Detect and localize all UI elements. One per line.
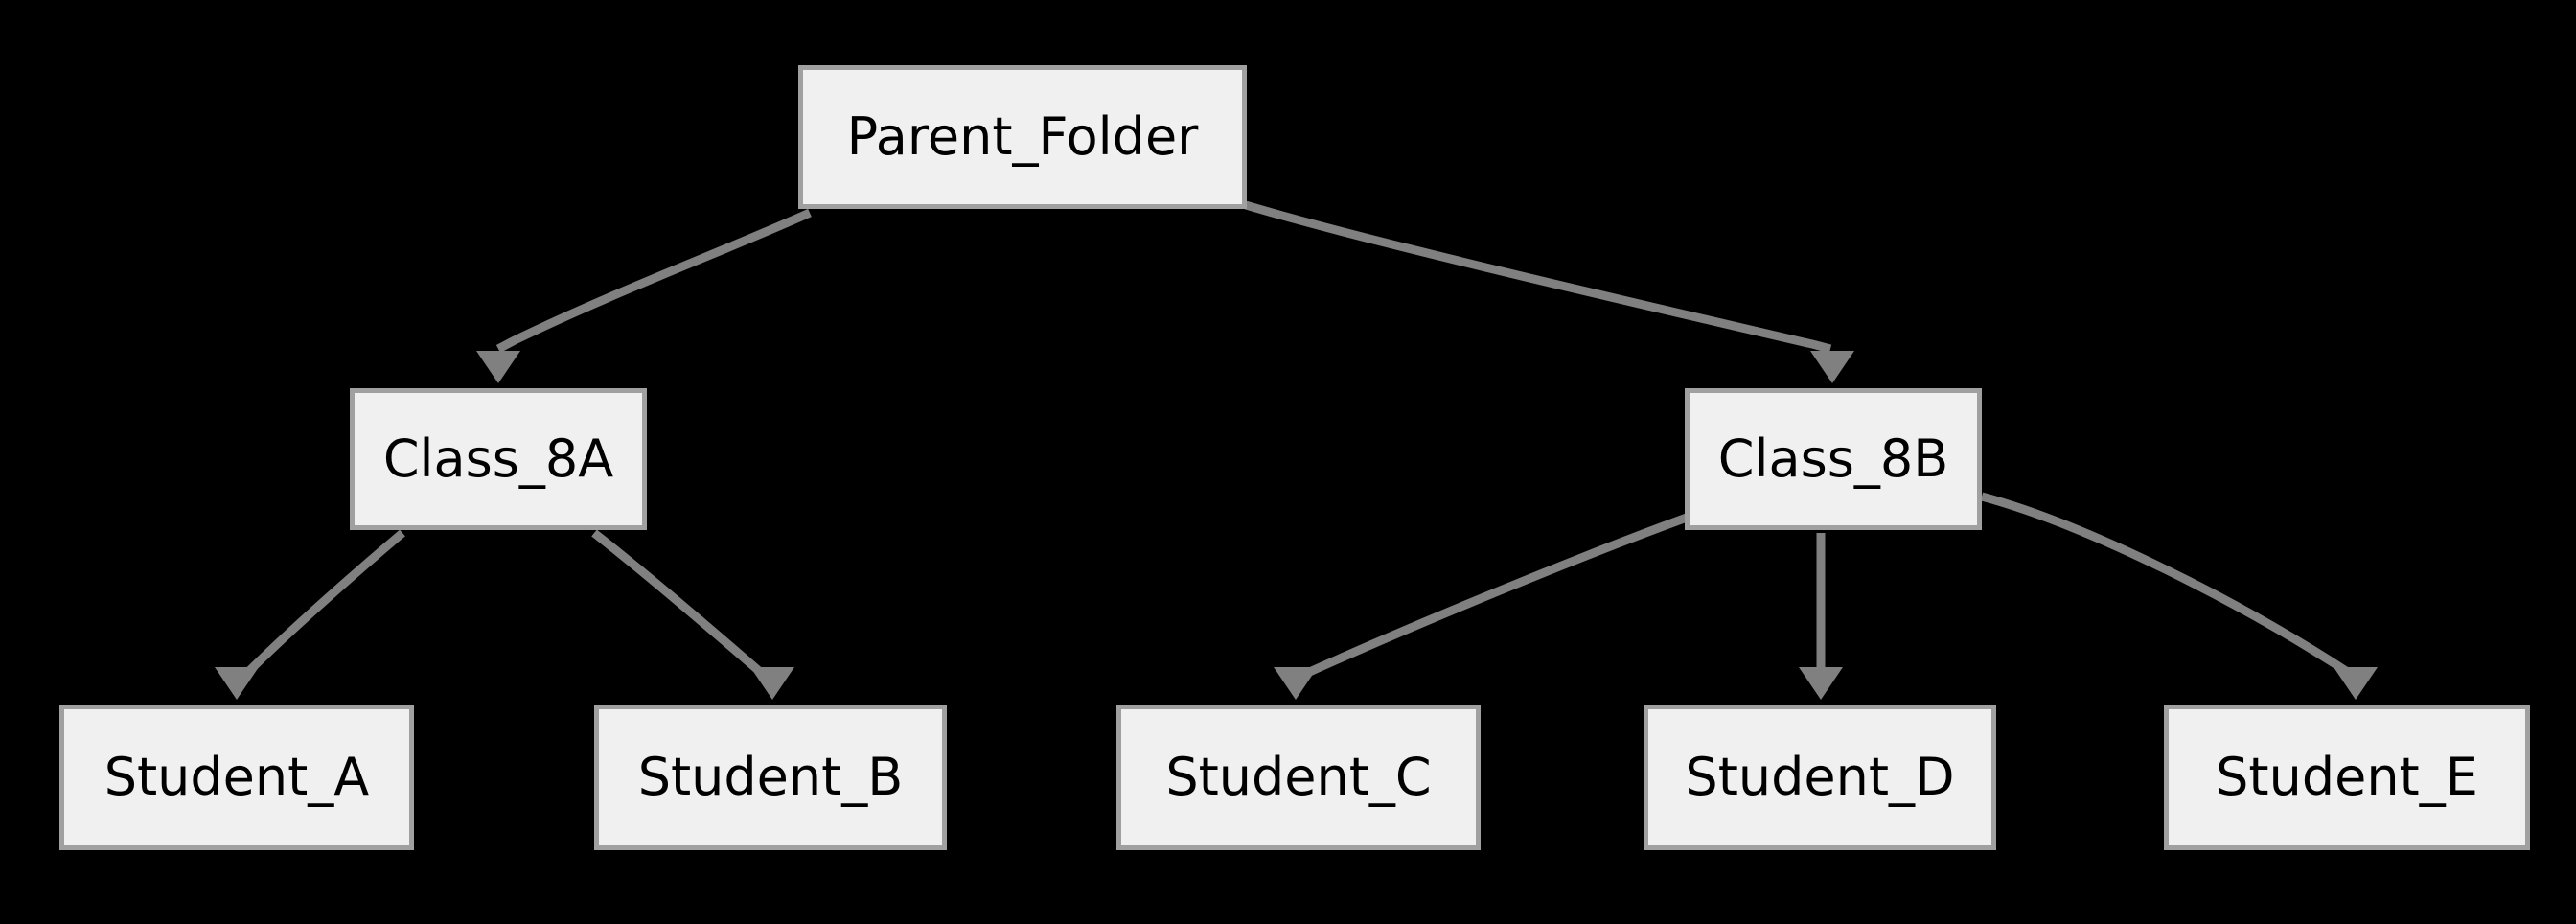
node-label: Student_B: [637, 747, 904, 807]
node-label: Parent_Folder: [846, 106, 1199, 167]
arrowhead-icon: [2334, 667, 2378, 700]
node-label: Class_8B: [1717, 428, 1949, 489]
node-label: Student_E: [2216, 747, 2478, 807]
node-parent_folder[interactable]: Parent_Folder: [798, 65, 1247, 209]
node-class_8a[interactable]: Class_8A: [350, 388, 647, 530]
node-label: Student_A: [104, 747, 370, 807]
node-student_b[interactable]: Student_B: [594, 705, 947, 850]
node-student_a[interactable]: Student_A: [59, 705, 414, 850]
edges-group: [239, 200, 2349, 681]
edge-line: [1244, 200, 1832, 354]
node-student_e[interactable]: Student_E: [2164, 705, 2530, 850]
node-student_d[interactable]: Student_D: [1644, 705, 1996, 850]
node-class_8b[interactable]: Class_8B: [1685, 388, 1982, 530]
edge-line: [239, 529, 405, 681]
edge-line: [495, 208, 812, 353]
arrowhead-icon: [215, 667, 259, 700]
arrowheads-group: [215, 351, 2378, 700]
arrowhead-icon: [1274, 667, 1318, 700]
node-label: Student_C: [1165, 747, 1432, 807]
arrowhead-icon: [1810, 351, 1854, 383]
node-student_c[interactable]: Student_C: [1116, 705, 1481, 850]
arrowhead-icon: [1799, 667, 1843, 700]
node-label: Class_8A: [382, 428, 614, 489]
edge-line: [1303, 513, 1689, 679]
arrowhead-icon: [476, 351, 520, 383]
edge-line: [591, 529, 770, 681]
edge-line: [1980, 492, 2349, 675]
node-label: Student_D: [1685, 747, 1955, 807]
arrowhead-icon: [750, 667, 794, 700]
